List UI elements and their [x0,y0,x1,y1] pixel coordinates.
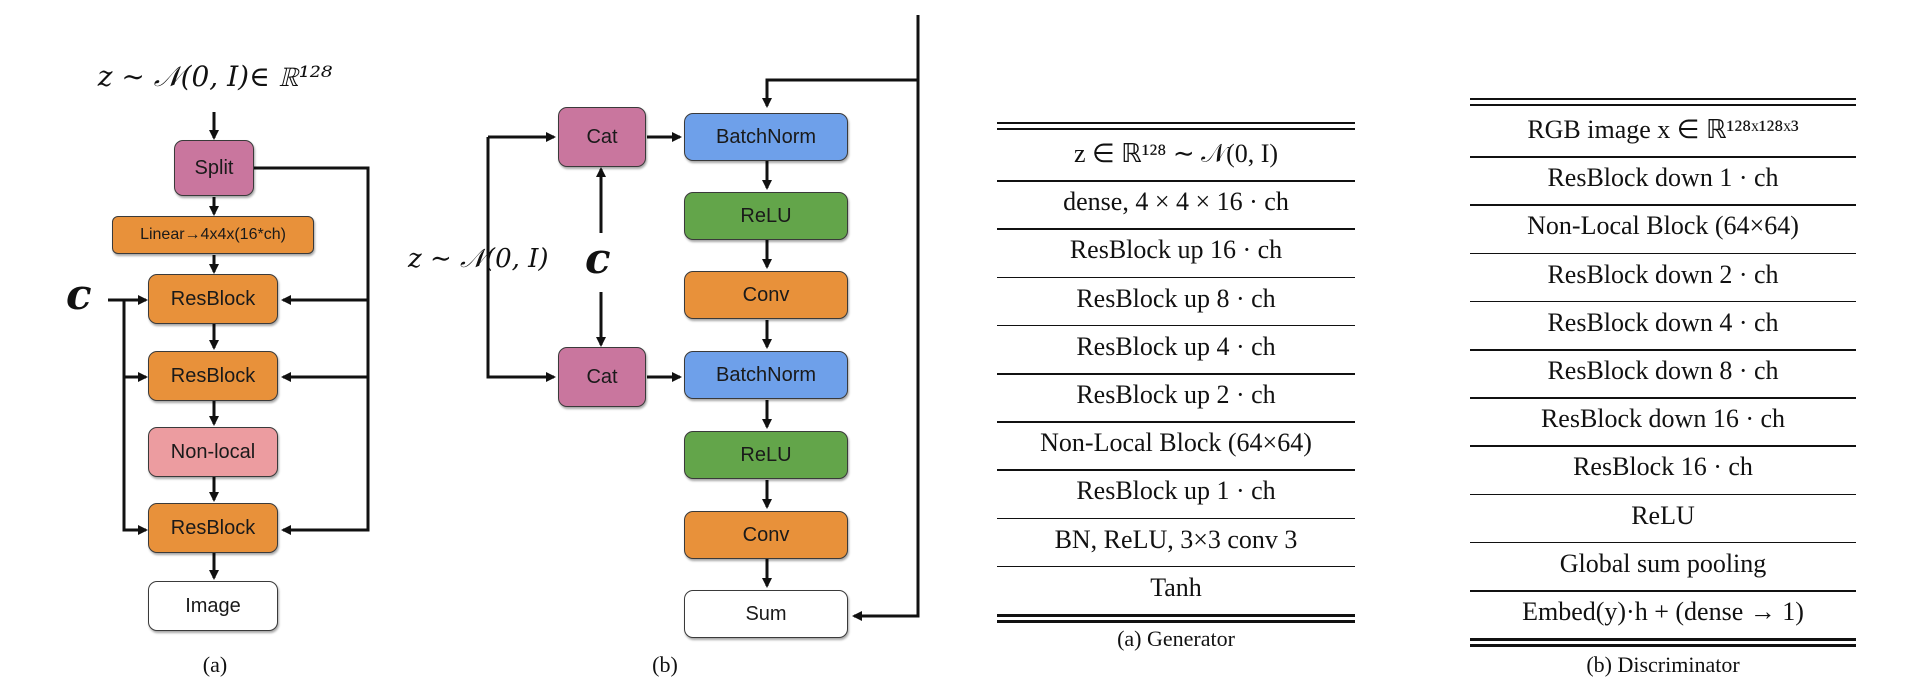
generator-row: ResBlock up 2 · ch [1076,380,1276,409]
input-noise-label: z ∼ 𝒩(0, I)∈ ℝ¹²⁸ [97,60,333,93]
noise-z-label-b: z ∼ 𝒩(0, I) [408,244,549,274]
resblock-3-node: ResBlock [148,503,278,553]
cat-1-node: Cat [558,107,646,167]
discriminator-row: ResBlock down 2 · ch [1547,259,1779,289]
class-c-label-a: c [66,270,92,319]
class-c-label-b: c [585,234,611,283]
generator-row: z ∈ ℝ¹²⁸ ∼ 𝒩(0, I) [1073,139,1279,168]
sum-node: Sum [684,590,848,638]
discriminator-row: ResBlock down 1 · ch [1547,163,1779,193]
discriminator-table: RGB image x ∈ ℝ¹²⁸ˣ¹²⁸ˣ³ ResBlock down 1 … [1470,98,1856,658]
resblock-1-node: ResBlock [148,274,278,324]
generator-row: BN, ReLU, 3×3 conv 3 [1054,524,1298,554]
relu-1-node: ReLU [684,192,848,240]
generator-row: Tanh [1150,572,1202,602]
discriminator-row: ResBlock down 16 · ch [1540,404,1786,434]
generator-row: dense, 4 × 4 × 16 · ch [1063,187,1289,217]
split-node: Split [174,140,254,196]
conv-2-node: Conv [684,511,848,559]
conv-1-node: Conv [684,271,848,319]
cat-2-node: Cat [558,347,646,407]
generator-caption: (a) Generator [1117,626,1235,651]
discriminator-row: ReLU [1631,500,1695,530]
discriminator-caption: (b) Discriminator [1586,652,1740,677]
discriminator-row: ResBlock down 8 · ch [1547,356,1779,385]
generator-table: z ∈ ℝ¹²⁸ ∼ 𝒩(0, I) dense, 4 × 4 × 16 · ch… [997,122,1355,632]
generator-row: ResBlock up 4 · ch [1076,331,1276,361]
discriminator-row: ResBlock 16 · ch [1573,452,1753,482]
generator-row: ResBlock up 1 · ch [1076,476,1276,506]
resblock-2-node: ResBlock [148,351,278,401]
caption-b: (b) [652,652,678,677]
batchnorm-1-node: BatchNorm [684,113,848,161]
discriminator-row: Embed(y)·h + (dense → 1) [1522,597,1804,626]
discriminator-row: RGB image x ∈ ℝ¹²⁸ˣ¹²⁸ˣ³ [1527,115,1799,144]
relu-2-node: ReLU [684,431,848,479]
caption-a: (a) [202,652,228,677]
discriminator-row: ResBlock down 4 · ch [1547,307,1779,337]
non-local-node: Non-local [148,427,278,477]
generator-row: ResBlock up 8 · ch [1076,283,1276,313]
generator-row: ResBlock up 16 · ch [1069,235,1283,265]
linear-node: Linear→4x4x(16*ch) [112,216,314,254]
batchnorm-2-node: BatchNorm [684,351,848,399]
generator-row: Non-Local Block (64×64) [1040,428,1312,458]
image-output-node: Image [148,581,278,631]
discriminator-row: Non-Local Block (64×64) [1527,211,1799,241]
discriminator-row: Global sum pooling [1559,548,1767,578]
